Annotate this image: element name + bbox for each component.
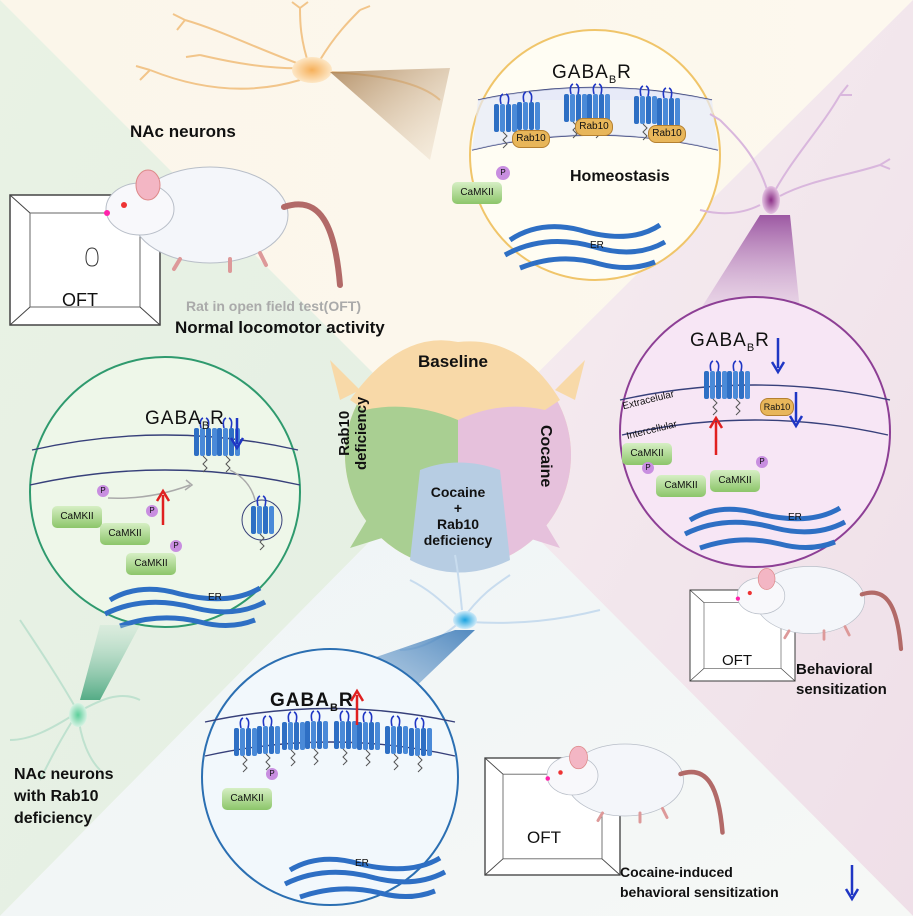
- oft-label: OFT: [62, 290, 98, 310]
- nac-neuron-top: [135, 1, 441, 101]
- gaba-label-top: GABABR: [552, 62, 632, 86]
- neuron-left: [9, 619, 141, 781]
- gaba-sub: B: [746, 341, 756, 354]
- camkii-pill: CaMKII: [100, 523, 150, 545]
- rab10-deficiency-label: Rab10 deficiency: [336, 397, 370, 470]
- combo-line-2: +: [453, 500, 463, 516]
- cocaine-label: Cocaine: [537, 425, 554, 488]
- camkii-pill: CaMKII: [452, 182, 502, 204]
- homeostasis-label: Homeostasis: [570, 168, 670, 185]
- gaba-label-right: GABABR: [690, 330, 770, 354]
- gaba-end: R: [755, 330, 770, 351]
- oft-label: OFT: [527, 828, 561, 847]
- combo-line-1: Cocaine: [430, 484, 486, 500]
- camkii-pill: CaMKII: [222, 788, 272, 810]
- gaba-main: GABA: [690, 330, 747, 351]
- neuron-soma-green: [69, 703, 87, 727]
- behavioral-line-2: sensitization: [796, 681, 887, 698]
- combo-line-4: deficiency: [423, 532, 493, 548]
- phospho-dot: P: [170, 540, 182, 552]
- er-label: ER: [788, 512, 802, 523]
- camkii-pill: CaMKII: [710, 470, 760, 492]
- rab10-line-1: Rab10: [336, 410, 353, 456]
- camkii-pill: CaMKII: [126, 553, 176, 575]
- neuron-soma-blue: [453, 611, 477, 629]
- rab10-pill: Rab10: [575, 118, 613, 136]
- gaba-sub: B: [329, 701, 339, 714]
- camkii-pill: CaMKII: [52, 506, 102, 528]
- panel-rab10: [29, 356, 301, 629]
- baseline-label: Baseline: [418, 352, 488, 371]
- rab10-pill: Rab10: [648, 125, 686, 143]
- gaba-end: R: [210, 408, 225, 429]
- gaba-end: R: [338, 690, 354, 711]
- combo-label: Cocaine + Rab10 deficiency: [413, 484, 503, 548]
- zoom-beam-top: [330, 68, 450, 160]
- combo-line-3: Rab10: [436, 516, 480, 532]
- gaba-end: R: [617, 62, 632, 83]
- zoom-beam-left: [80, 625, 140, 700]
- rab10-pill: Rab10: [760, 398, 794, 416]
- phospho-dot: P: [642, 462, 654, 474]
- normal-locomotor-label: Normal locomotor activity: [175, 318, 385, 337]
- gaba-main: GABA: [552, 62, 609, 83]
- er-label: ER: [208, 592, 222, 603]
- rab10-line-2: deficiency: [353, 396, 370, 470]
- phospho-dot: P: [266, 768, 278, 780]
- cocaine-induced-line-2: behavioral sensitization: [620, 884, 779, 900]
- cocaine-induced-label: Cocaine-induced behavioral sensitization: [620, 862, 779, 902]
- phospho-dot: P: [97, 485, 109, 497]
- camkii-pill: CaMKII: [656, 475, 706, 497]
- nac-neurons-label: NAc neurons: [130, 122, 236, 141]
- rab10-pill: Rab10: [512, 130, 550, 148]
- phospho-dot: P: [756, 456, 768, 468]
- neuron-bottom: [399, 554, 601, 651]
- behavioral-line-1: Behavioral: [796, 661, 873, 678]
- gaba-main: GABA: [270, 690, 330, 711]
- phospho-dot: P: [496, 166, 510, 180]
- nac-rab10-line-3: deficiency: [14, 810, 93, 827]
- neuron-right: [699, 84, 891, 215]
- er-label: ER: [355, 858, 369, 869]
- cocaine-induced-line-1: Cocaine-induced: [620, 864, 733, 880]
- gaba-label-left: GABABR: [145, 408, 225, 432]
- oft-label: OFT: [722, 652, 752, 669]
- camkii-pill: CaMKII: [622, 443, 672, 465]
- rat-oft-label: Rat in open field test(OFT): [186, 298, 361, 314]
- behavioral-sensitization-label: Behavioral sensitization: [796, 660, 887, 700]
- gaba-sub: B: [608, 73, 618, 86]
- phospho-dot: P: [146, 505, 158, 517]
- neuron-soma-purple: [762, 186, 780, 214]
- panel-combo: [201, 648, 459, 906]
- nac-rab10-line-1: NAc neurons: [14, 766, 114, 783]
- zoom-beam-right: [700, 215, 800, 310]
- gaba-main: GABA: [145, 408, 202, 429]
- nac-rab10-label: NAc neurons with Rab10 deficiency: [14, 764, 114, 830]
- gaba-sub: B: [201, 419, 211, 432]
- er-label: ER: [590, 240, 604, 251]
- panel-cocaine: [619, 296, 891, 568]
- mini-rat-icon: [85, 247, 99, 267]
- center-wheel: [330, 340, 585, 573]
- gaba-label-bottom: GABABR: [270, 690, 354, 714]
- nac-rab10-line-2: with Rab10: [14, 788, 99, 805]
- neuron-soma-orange: [292, 57, 332, 83]
